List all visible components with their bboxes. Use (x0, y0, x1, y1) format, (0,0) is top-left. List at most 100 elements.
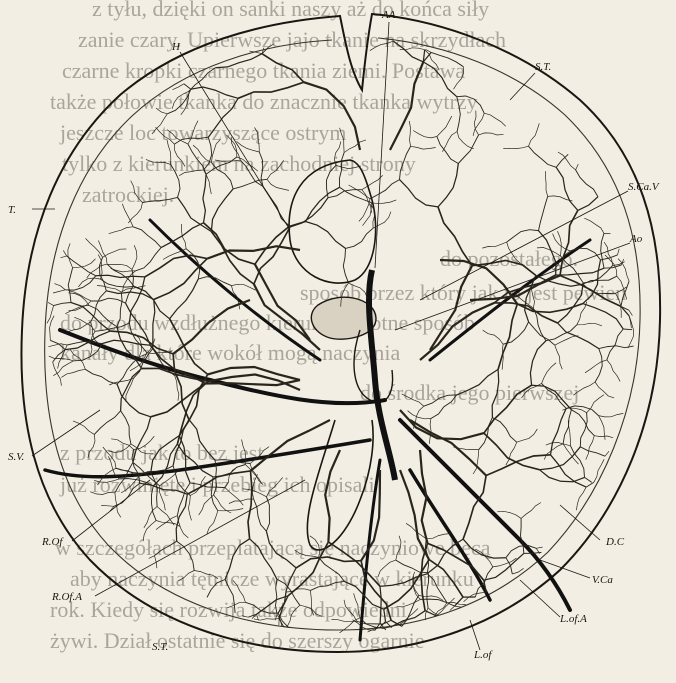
capillary (408, 411, 431, 419)
capillary (121, 411, 131, 444)
capillary (558, 152, 576, 170)
label-st-top: S.T. (535, 61, 551, 73)
capillary (400, 180, 439, 207)
head-fold (289, 160, 376, 283)
label-dc: D.C (605, 536, 625, 548)
label-aa: AA (381, 9, 396, 21)
upper-left-branch (150, 220, 320, 360)
capillary (618, 249, 620, 255)
capillary (546, 171, 548, 196)
label-scav: S.Ca.V (628, 181, 660, 193)
capillary (370, 180, 400, 199)
capillary (576, 164, 579, 170)
capillary (254, 227, 290, 284)
capillary (218, 509, 243, 511)
capillary (576, 170, 598, 197)
capillary (411, 146, 436, 149)
label-rofa: R.Of.A (51, 591, 82, 603)
bleed-line-5: jeszcze loc towarzyszące ostrym (59, 120, 346, 145)
capillary (122, 204, 133, 227)
capillary (430, 266, 472, 350)
bleed-line-11: kanały dla które wokół mogą naczynia (60, 340, 401, 365)
capillary (479, 133, 504, 135)
capillary (607, 329, 623, 360)
label-lof: L.of (473, 649, 493, 661)
capillary (54, 284, 65, 290)
capillary (585, 360, 607, 373)
capillary (199, 495, 214, 515)
capillary (556, 167, 578, 210)
capillary (585, 477, 592, 482)
capillary (438, 164, 458, 207)
label-st-bottom: S.T. (152, 641, 168, 653)
capillary (605, 451, 609, 456)
capillary (413, 131, 437, 138)
capillary (498, 304, 517, 369)
capillary (577, 323, 602, 326)
capillary (586, 436, 595, 460)
capillary (409, 121, 410, 146)
bleed-line-7: zatrockiej. (82, 182, 174, 207)
capillary (492, 418, 516, 443)
capillary (207, 511, 218, 534)
capillary (68, 293, 89, 306)
capillary (267, 179, 289, 190)
capillary (568, 420, 570, 445)
capillary (133, 227, 161, 248)
capillary (207, 246, 300, 258)
label-lofa: L.of.A (559, 613, 587, 625)
capillary (533, 308, 546, 341)
capillary (586, 482, 594, 487)
capillary (506, 558, 512, 574)
capillary (484, 113, 506, 126)
capillary (486, 455, 550, 476)
capillary (539, 196, 548, 230)
capillary (442, 132, 457, 152)
capillary (529, 123, 540, 146)
capillary (346, 228, 374, 248)
capillary (86, 238, 103, 257)
bleed-line-1: z tyłu, dzięki on sanki naszy aż do końc… (92, 0, 489, 21)
capillary (595, 382, 614, 398)
capillary (628, 324, 634, 348)
capillary (536, 547, 542, 548)
capillary (371, 200, 396, 204)
capillary (599, 413, 624, 417)
capillary (178, 197, 212, 231)
capillary (94, 411, 120, 435)
capillary (551, 408, 567, 454)
capillary (151, 381, 209, 417)
capillary (121, 369, 142, 411)
bleed-line-17: rok. Kiedy się rozwija także odpowiedni (50, 597, 407, 622)
capillary (61, 369, 85, 377)
capillary (483, 330, 503, 344)
capillary (587, 395, 605, 413)
capillary (103, 249, 127, 257)
capillary (437, 137, 458, 164)
capillary (584, 218, 604, 233)
capillary (629, 310, 633, 315)
capillary (101, 505, 114, 506)
capillary (437, 116, 452, 136)
capillary (420, 450, 428, 543)
capillary (61, 256, 67, 258)
capillary (203, 174, 206, 223)
capillary (601, 233, 604, 268)
capillary (544, 444, 563, 460)
capillary (211, 189, 233, 232)
capillary (211, 232, 254, 285)
capillary (583, 304, 623, 329)
label-rof: R.Of (41, 536, 64, 548)
capillary (555, 345, 563, 369)
capillary (255, 222, 306, 265)
capillary (521, 518, 524, 553)
capillary (455, 606, 461, 607)
capillary (343, 248, 348, 283)
capillary (96, 275, 145, 277)
capillary (594, 436, 613, 438)
bleed-line-2: zanie czary. Upierwsze jajo tkanie na sk… (78, 27, 506, 52)
capillary (503, 146, 528, 148)
capillary (474, 111, 478, 135)
capillary (521, 503, 541, 519)
